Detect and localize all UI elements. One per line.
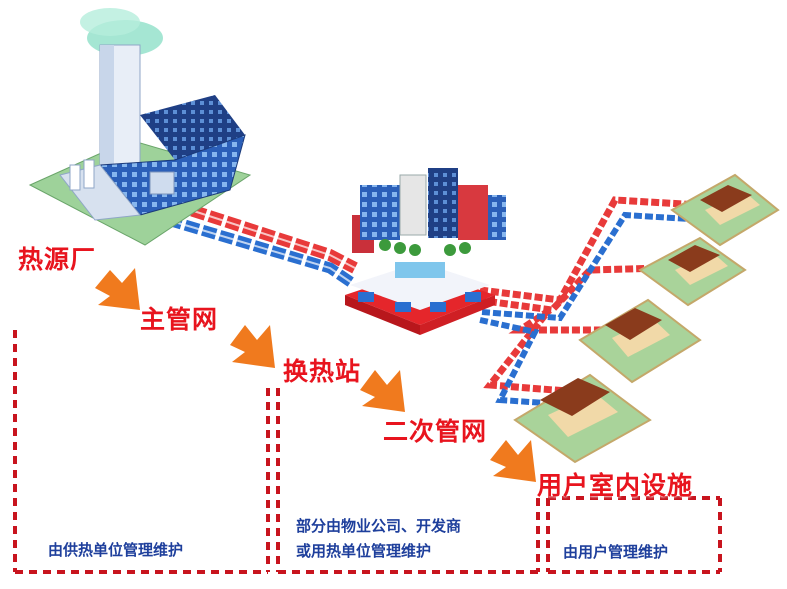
heat-plant-illustration (28, 8, 252, 246)
house-1 (670, 173, 780, 247)
secondary-pipe-network (477, 196, 706, 408)
main-pipe-network (166, 199, 358, 288)
house-4 (513, 373, 652, 464)
flow-arrow-3 (360, 370, 405, 412)
label-heat-source: 热源厂 (18, 245, 97, 274)
label-exchange-station: 换热站 (283, 357, 362, 386)
house-3 (578, 298, 702, 384)
note-property-maintenance-line1: 部分由物业公司、开发商 (296, 517, 462, 535)
exchange-station-illustration (345, 168, 506, 335)
flow-arrow-4 (490, 440, 536, 482)
flow-arrow-2 (230, 325, 275, 368)
note-property-maintenance-line2: 或用热单位管理维护 (296, 542, 432, 560)
note-supplier-maintenance: 由供热单位管理维护 (48, 541, 184, 559)
label-secondary-network: 二次管网 (383, 417, 488, 446)
label-main-network: 主管网 (140, 305, 219, 334)
note-user-maintenance: 由用户管理维护 (563, 543, 669, 561)
flow-arrow-1 (95, 268, 140, 310)
label-indoor-facilities: 用户室内设施 (537, 471, 694, 500)
house-2 (638, 236, 747, 307)
